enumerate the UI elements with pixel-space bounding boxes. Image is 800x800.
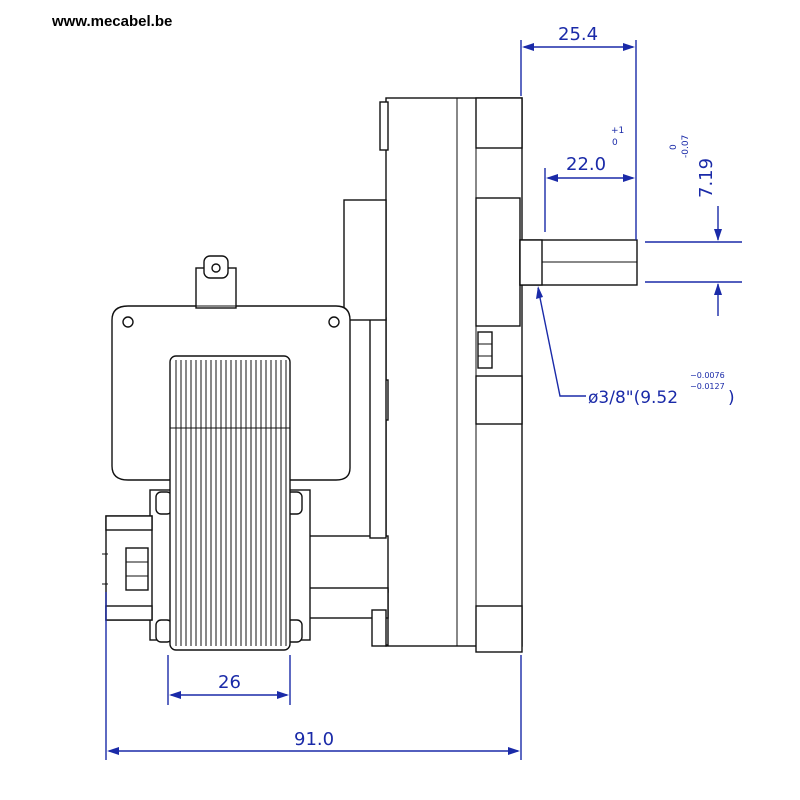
dim-shaft-diameter-tol-upper: −0.0076 bbox=[690, 371, 725, 380]
output-shaft bbox=[519, 239, 638, 286]
dim-overall-length: 91.0 bbox=[294, 729, 334, 750]
dim-shaft-diameter: ø3/8"(9.52 bbox=[588, 388, 678, 408]
dim-shaft-diameter-suffix: ) bbox=[728, 388, 735, 408]
dim-shaft-length-tol-upper: +1 bbox=[611, 126, 624, 136]
dim-shaft-diameter-tol-lower: −0.0127 bbox=[690, 382, 725, 391]
dim-flat-depth-tol-lower: -0.07 bbox=[681, 135, 691, 158]
dimension-lines bbox=[105, 40, 742, 760]
dim-flat-depth-tol-upper: 0 bbox=[669, 144, 679, 150]
gearbox bbox=[297, 97, 523, 653]
website-label[interactable]: www.mecabel.be bbox=[52, 13, 173, 30]
end-cap bbox=[102, 515, 153, 621]
dim-flat-depth: 7.19 bbox=[696, 158, 717, 198]
dim-shaft-length-tol-lower: 0 bbox=[612, 138, 618, 148]
dim-top-offset: 25.4 bbox=[558, 24, 598, 45]
dim-shaft-length: 22.0 bbox=[566, 154, 606, 175]
coil-laminations bbox=[169, 355, 291, 651]
dim-coil-width: 26 bbox=[218, 672, 241, 693]
